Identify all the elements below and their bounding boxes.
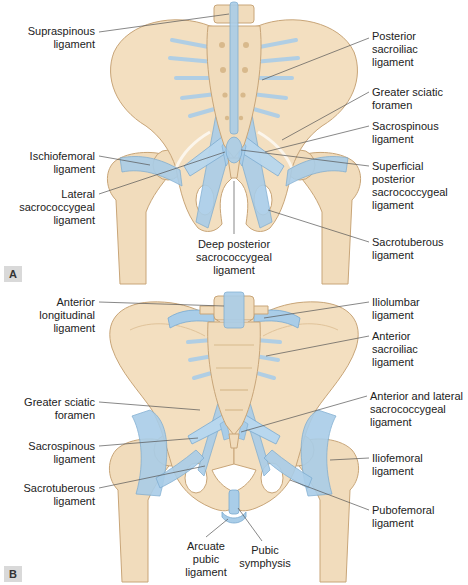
panel-letter: A bbox=[4, 266, 22, 282]
structure-label: Arcuate pubic ligament bbox=[181, 540, 231, 579]
structure-label: Sacrotuberous ligament bbox=[15, 482, 95, 508]
structure-label: Pubic symphysis bbox=[237, 544, 293, 570]
structure-label: Supraspinous ligament bbox=[15, 25, 95, 51]
structure-label: Ischiofemoral ligament bbox=[15, 150, 95, 176]
structure-label: Pubofemoral ligament bbox=[372, 504, 452, 530]
structure-label: Anterior sacroiliac ligament bbox=[372, 330, 442, 369]
structure-label: Deep posterior sacrococcygeal ligament bbox=[192, 238, 276, 277]
leader-lines bbox=[99, 14, 369, 541]
structure-label: Sacrospinous ligament bbox=[15, 440, 95, 466]
superficial-posterior-sacrococcygeal-ligament bbox=[226, 137, 242, 163]
structure-label: Superficial posterior sacrococcygeal lig… bbox=[372, 160, 454, 212]
structure-label: Greater sciatic foramen bbox=[7, 396, 95, 422]
supraspinous-ligament bbox=[230, 2, 238, 134]
coccyx bbox=[229, 434, 239, 448]
structure-label: Lateral sacrococcygeal ligament bbox=[13, 188, 95, 227]
structure-label: Iliofemoral ligament bbox=[372, 452, 462, 478]
structure-label: Sacrospinous ligament bbox=[372, 120, 452, 146]
structure-label: Sacrotuberous ligament bbox=[372, 236, 452, 262]
structure-label: Iliolumbar ligament bbox=[372, 296, 452, 322]
anterior-longitudinal-ligament bbox=[224, 292, 244, 328]
structure-label: Anterior and lateral sacrococcygeal liga… bbox=[370, 390, 463, 429]
structure-label: Posterior sacroiliac ligament bbox=[372, 30, 440, 69]
panel-letter: B bbox=[4, 566, 22, 582]
structure-label: Greater sciatic foramen bbox=[372, 86, 460, 112]
pubic-symphysis bbox=[229, 490, 239, 514]
sacrum bbox=[208, 322, 261, 435]
structure-label: Anterior longitudinal ligament bbox=[15, 296, 95, 335]
